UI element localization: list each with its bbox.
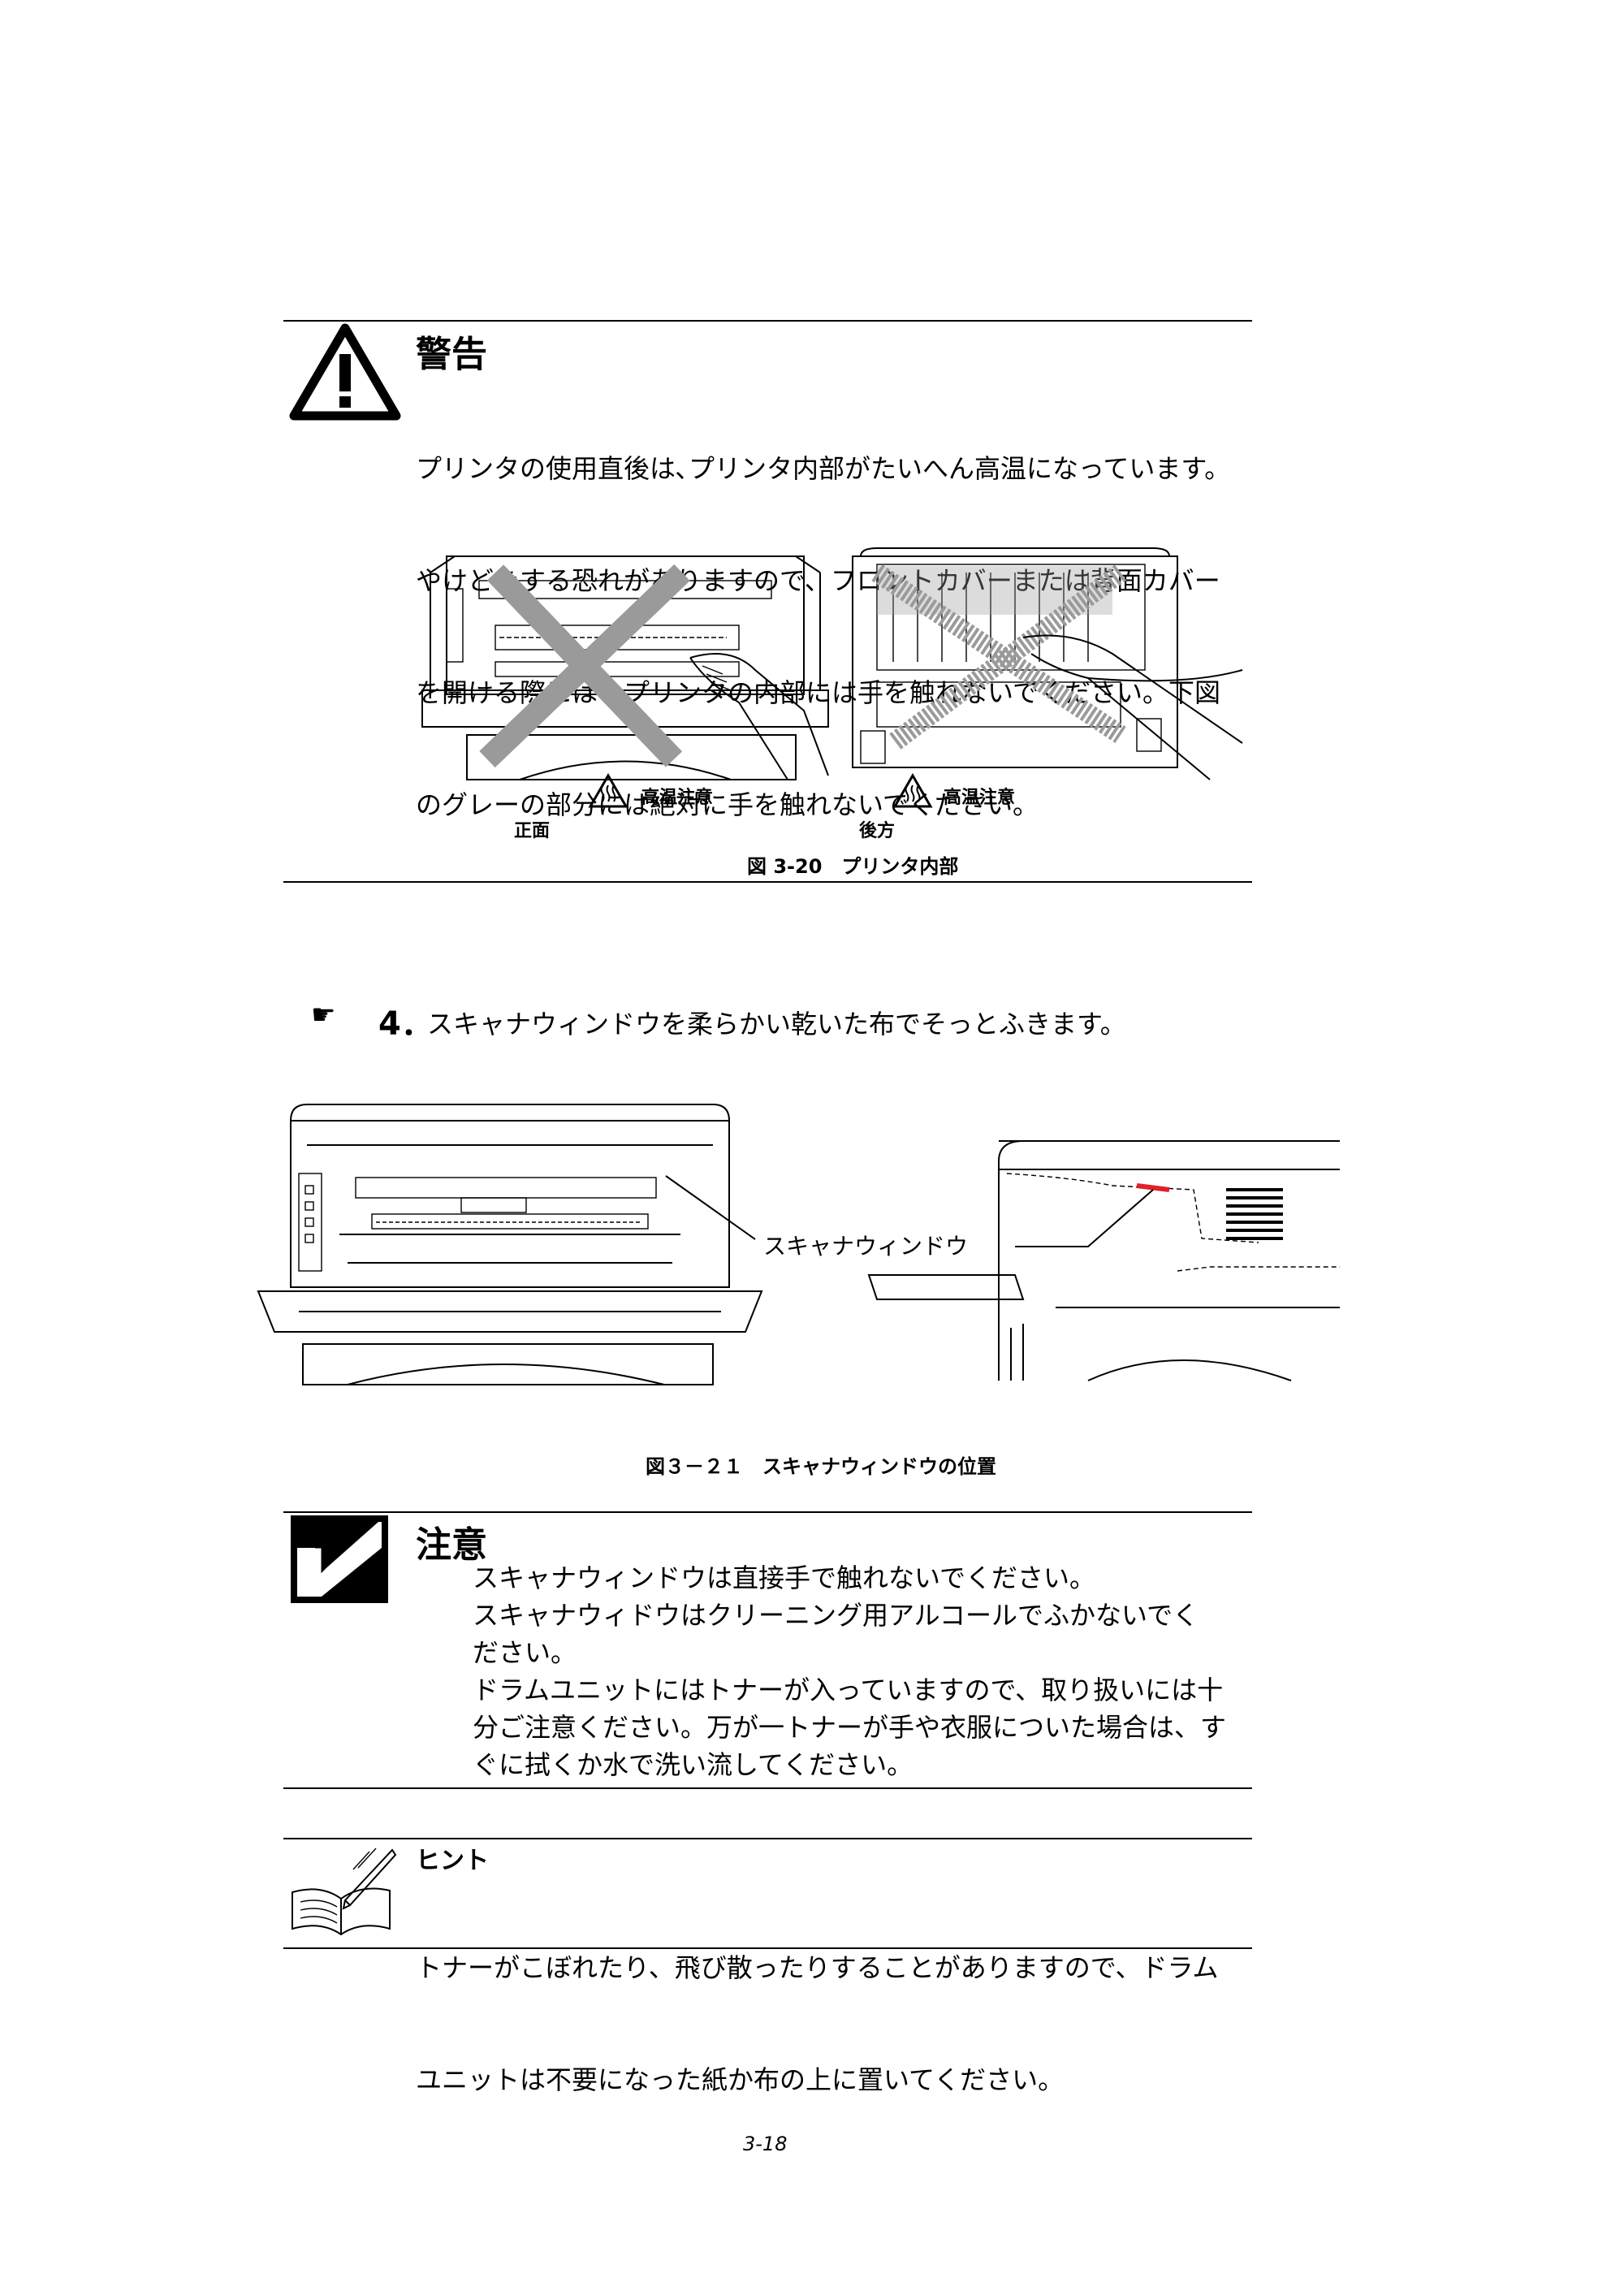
warning-line: プリンタの使用直後は､プリンタ内部がたいへん高温になっています。 bbox=[416, 453, 1231, 484]
front-label: 正面 bbox=[514, 821, 551, 841]
caution-top-rule bbox=[283, 1511, 1252, 1513]
warning-bottom-rule bbox=[283, 881, 1252, 883]
hot-label-rear: 高温注意 bbox=[944, 788, 1016, 808]
warning-top-rule bbox=[283, 320, 1252, 322]
printer-side-illustration bbox=[867, 1140, 1340, 1381]
warning-line: のグレーの部分には絶対に手を触れないでください。 bbox=[416, 789, 1039, 820]
hot-label-front: 高温注意 bbox=[641, 788, 714, 808]
page-number: 3-18 bbox=[743, 2133, 788, 2155]
hint-title: ヒント bbox=[416, 1847, 489, 1875]
caution-title: 注意 bbox=[416, 1524, 487, 1566]
callout-line bbox=[665, 1175, 756, 1240]
hint-line: トナーがこぼれたり、飛び散ったりすることがありますので、ドラム bbox=[416, 1952, 1219, 1983]
hint-top-rule bbox=[283, 1838, 1252, 1839]
hint-bottom-rule bbox=[283, 1947, 1252, 1949]
caution-item: 分ご注意ください。万が一トナーが手や衣服についた場合は、す bbox=[473, 1712, 1227, 1743]
caution-item: ドラムユニットにはトナーが入っていますので、取り扱いには十 bbox=[473, 1675, 1224, 1705]
printer-front-illustration bbox=[421, 555, 829, 780]
step-number: 4． bbox=[378, 1005, 434, 1043]
hint-text: トナーがこぼれたり、飛び散ったりすることがありますので、ドラム ユニットは不要に… bbox=[416, 1874, 1218, 2136]
warning-title: 警告 bbox=[416, 334, 487, 375]
caution-item: スキャナウィドウはクリーニング用アルコールでふかないでく bbox=[473, 1600, 1199, 1631]
caution-item: スキャナウィンドウは直接手で触れないでください。 bbox=[473, 1562, 1096, 1593]
hint-line: ユニットは不要になった紙か布の上に置いてください。 bbox=[416, 2064, 1065, 2095]
figure-3-21-caption: 図３－２１ スキャナウィンドウの位置 bbox=[646, 1455, 996, 1478]
caution-item: ださい。 bbox=[473, 1637, 577, 1668]
caution-bottom-rule bbox=[283, 1787, 1252, 1789]
checkmark-icon bbox=[291, 1515, 388, 1603]
book-pencil-icon bbox=[292, 1848, 397, 1936]
caution-item: ぐに拭くか水で洗い流してください。 bbox=[473, 1749, 914, 1780]
scanner-window-callout: スキャナウィンドウ bbox=[763, 1233, 969, 1260]
figure-3-20-caption: 図 3-20 プリンタ内部 bbox=[747, 855, 959, 878]
printer-front-open-illustration bbox=[257, 1104, 763, 1385]
step-text: スキャナウィンドウを柔らかい乾いた布でそっとふきます。 bbox=[427, 1009, 1126, 1039]
warning-triangle-icon bbox=[289, 323, 401, 421]
pointing-hand-icon: ☛ bbox=[311, 999, 336, 1031]
hot-surface-icon bbox=[892, 773, 933, 808]
printer-rear-illustration bbox=[852, 547, 1243, 780]
hot-surface-icon bbox=[588, 773, 628, 808]
rear-label: 後方 bbox=[859, 821, 896, 841]
